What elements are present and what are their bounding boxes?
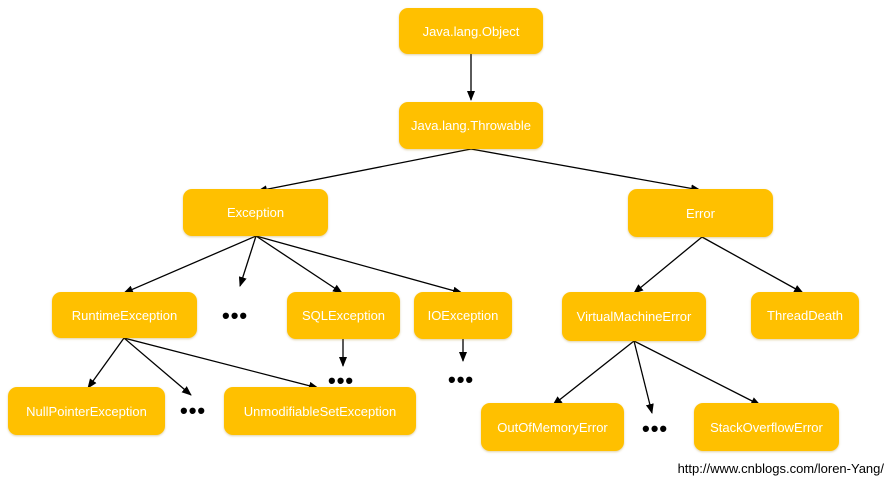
arrow-vme-soe bbox=[633, 340, 761, 406]
arrow-error-threaddeath bbox=[701, 236, 804, 294]
arrow-throwable-error bbox=[470, 148, 701, 193]
arrow-throwable-exception bbox=[257, 148, 472, 194]
node-sql-exception: SQLException bbox=[287, 292, 400, 339]
arrow-runtime-unmod bbox=[123, 337, 319, 390]
arrow-vme-oom bbox=[552, 340, 635, 406]
arrow-exception-runtime bbox=[123, 235, 257, 294]
arrow-runtime-npe bbox=[87, 337, 125, 389]
ellipsis-sql-children: ••• bbox=[328, 368, 355, 393]
ellipsis-exception-children: ••• bbox=[222, 303, 249, 328]
node-null-pointer-exception: NullPointerException bbox=[8, 387, 165, 435]
node-error: Error bbox=[628, 189, 773, 237]
ellipsis-vme-children: ••• bbox=[642, 416, 669, 441]
ellipsis-io-children: ••• bbox=[448, 367, 475, 392]
ellipsis-runtime-children: ••• bbox=[180, 398, 207, 423]
arrow-exception-ellipsis bbox=[238, 235, 257, 287]
arrow-error-vme bbox=[633, 236, 703, 294]
node-java-lang-throwable: Java.lang.Throwable bbox=[399, 102, 543, 149]
node-out-of-memory-error: OutOfMemoryError bbox=[481, 403, 624, 451]
arrow-vme-ellipsis bbox=[633, 340, 654, 414]
arrow-exception-io bbox=[255, 235, 463, 295]
node-io-exception: IOException bbox=[414, 292, 512, 339]
node-java-lang-object: Java.lang.Object bbox=[399, 8, 543, 54]
arrow-runtime-ellipsis bbox=[123, 337, 192, 396]
node-runtime-exception: RuntimeException bbox=[52, 292, 197, 338]
node-exception: Exception bbox=[183, 189, 328, 236]
arrow-exception-sql bbox=[255, 235, 343, 294]
node-unmodifiable-set-exception: UnmodifiableSetException bbox=[224, 387, 416, 435]
node-virtual-machine-error: VirtualMachineError bbox=[562, 292, 706, 341]
node-thread-death: ThreadDeath bbox=[751, 292, 859, 339]
source-url-text: http://www.cnblogs.com/loren-Yang/ bbox=[677, 461, 884, 476]
node-stack-overflow-error: StackOverflowError bbox=[694, 403, 839, 451]
